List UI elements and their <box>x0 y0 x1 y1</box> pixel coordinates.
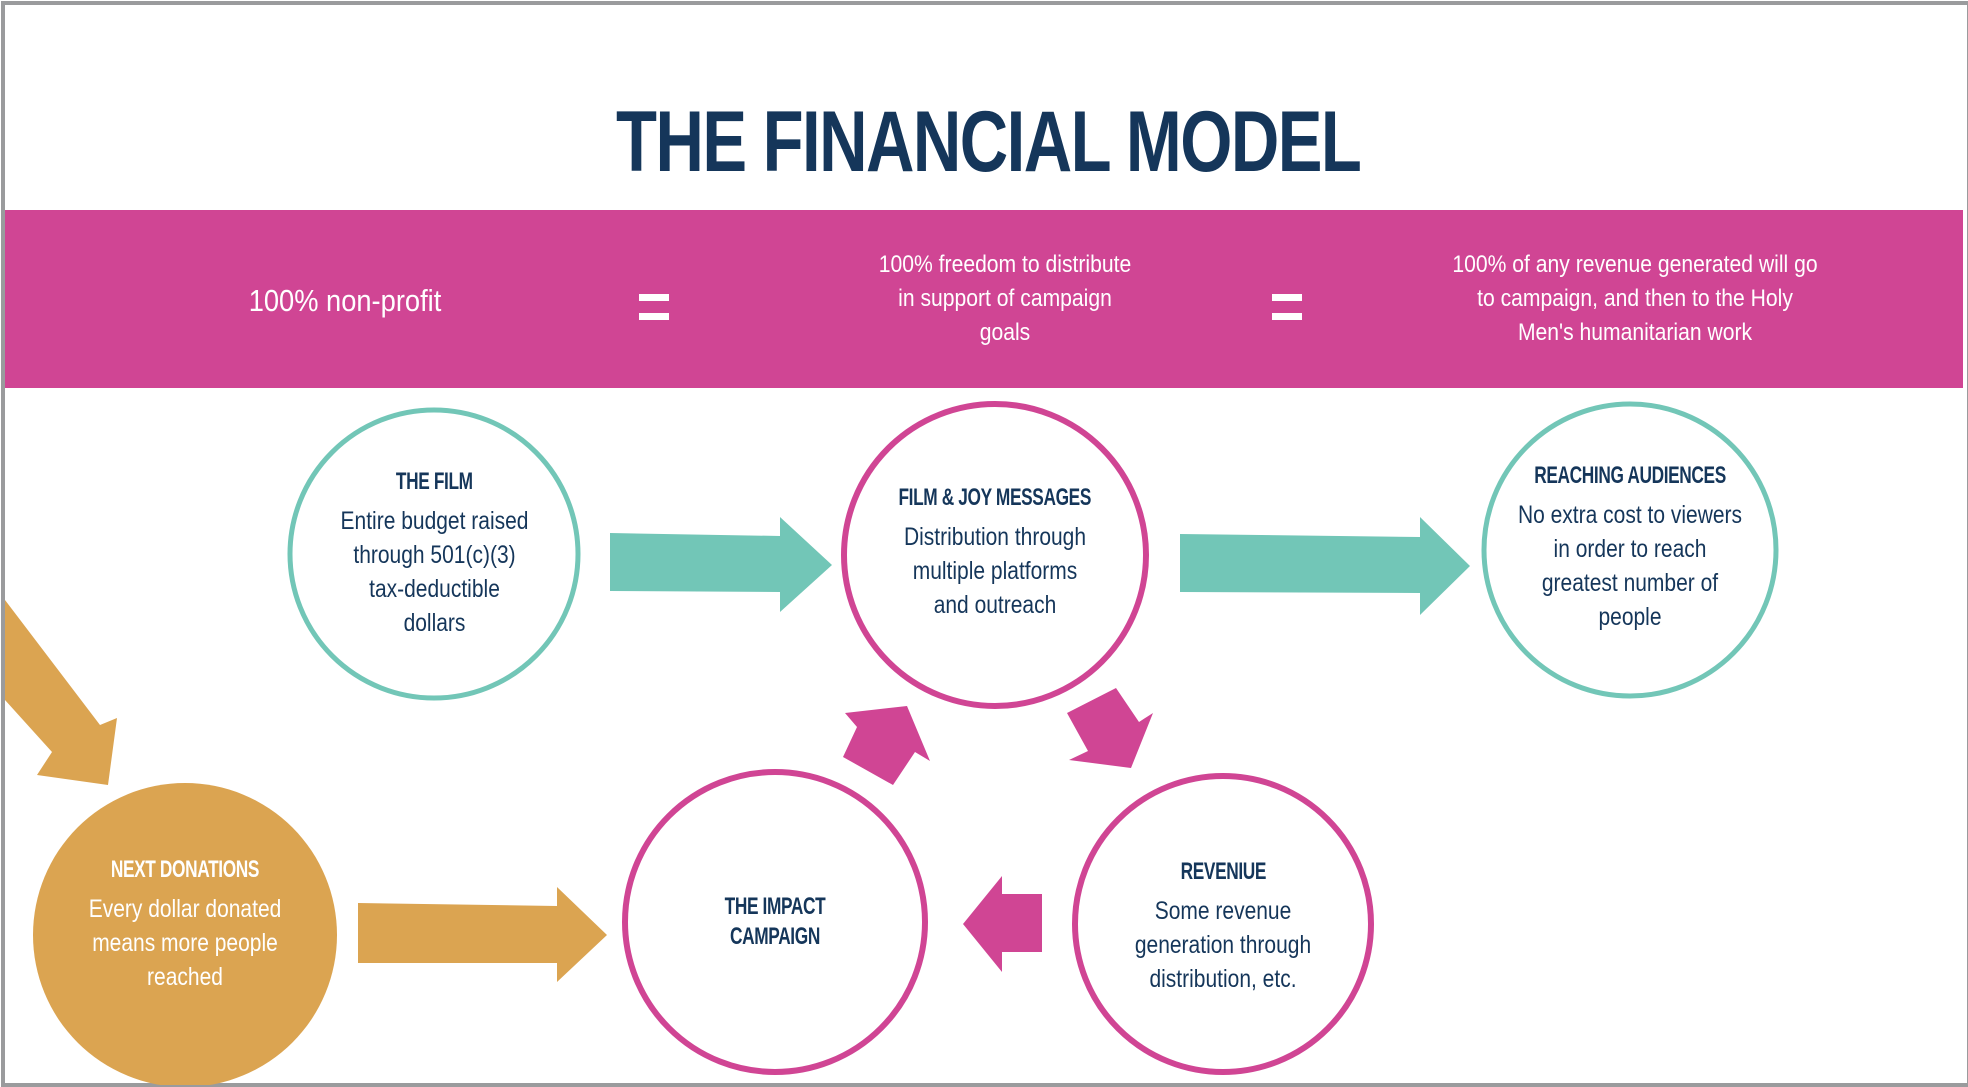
node-body: Entire budget raised through 501(c)(3) t… <box>340 507 528 637</box>
banner-item-freedom: 100% freedom to distribute in support of… <box>878 251 1132 346</box>
principles-banner: 100% non-profit 100% freedom to distribu… <box>5 210 1963 388</box>
equals-icon <box>639 294 669 320</box>
banner-item-revenue: 100% of any revenue generated will go to… <box>1452 251 1818 346</box>
node-title: NEXT DONATIONS <box>110 856 260 883</box>
banner-item-non-profit: 100% non-profit <box>248 283 442 318</box>
arrow-incoming-to-donations <box>5 600 117 785</box>
arrow-donations-to-impact <box>358 887 607 982</box>
node-audiences: REACHING AUDIENCES No extra cost to view… <box>1500 448 1760 648</box>
node-body: Some revenue generation through distribu… <box>1134 897 1312 993</box>
node-impact: THE IMPACT CAMPAIGN <box>675 882 875 962</box>
node-circle-messages <box>841 401 1149 709</box>
node-circle-audiences <box>1481 401 1779 699</box>
arrow-revenue-to-impact <box>963 876 1042 972</box>
node-title: REACHING AUDIENCES <box>1534 462 1726 489</box>
node-title: THE IMPACT CAMPAIGN <box>724 893 826 950</box>
node-revenue: REVENIUE Some revenue generation through… <box>1103 842 1343 1012</box>
arrow-messages-to-revenue <box>1067 688 1153 768</box>
node-donations: NEXT DONATIONS Every dollar donated mean… <box>55 835 315 1015</box>
node-circle-film <box>287 407 581 701</box>
node-body: Every dollar donated means more people r… <box>88 895 282 991</box>
arrow-messages-to-audiences <box>1180 517 1470 615</box>
arrow-film-to-messages <box>610 517 832 612</box>
node-title: FILM & JOY MESSAGES <box>898 484 1092 511</box>
node-messages: FILM & JOY MESSAGES Distribution through… <box>865 453 1125 653</box>
node-body: Distribution through multiple platforms … <box>903 523 1087 619</box>
equals-icon <box>1272 294 1302 320</box>
node-title: REVENIUE <box>1180 858 1266 885</box>
page-title: THE FINANCIAL MODEL <box>616 94 1362 190</box>
node-title: THE FILM <box>395 468 473 495</box>
node-circle-impact <box>622 769 928 1075</box>
node-body: No extra cost to viewers in order to rea… <box>1517 501 1743 631</box>
node-circle-revenue <box>1072 773 1374 1075</box>
node-film: THE FILM Entire budget raised through 50… <box>314 454 554 654</box>
arrow-impact-to-messages <box>843 706 930 785</box>
node-circle-donations <box>33 783 337 1085</box>
